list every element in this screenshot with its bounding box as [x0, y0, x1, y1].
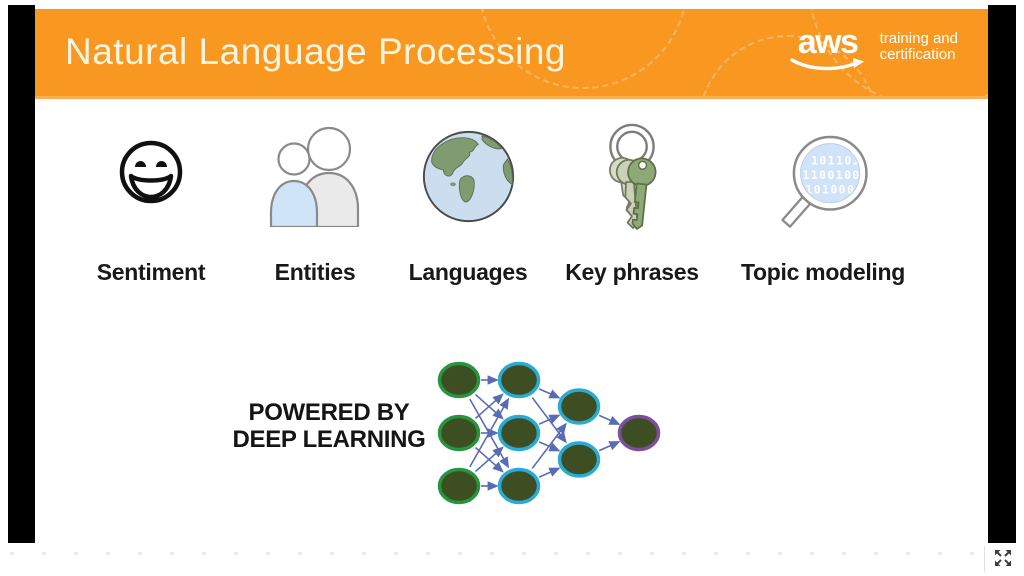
feature-entities: Entities	[230, 123, 400, 298]
aws-tagline-line2: certification	[879, 46, 956, 63]
divider	[984, 546, 985, 572]
binary-row: 101101	[811, 153, 861, 167]
network-edge	[598, 441, 621, 452]
network-node	[437, 361, 481, 399]
progress-dots	[10, 552, 980, 555]
network-edge	[598, 414, 621, 425]
slide: Natural Language Processing aws training…	[35, 5, 988, 543]
network-edge	[469, 397, 510, 468]
fullscreen-button[interactable]	[991, 547, 1015, 571]
network-node	[497, 361, 541, 399]
feature-key-phrases: Key phrases	[547, 123, 717, 298]
feature-topic-modeling: 101101 1100100 101000 Topic modeling	[738, 123, 908, 298]
aws-logo: aws training and certification	[789, 23, 958, 74]
network-edge	[538, 388, 561, 399]
network-node	[497, 467, 541, 505]
video-player[interactable]: Natural Language Processing aws training…	[8, 5, 1016, 543]
network-edge	[531, 422, 567, 469]
powered-by-caption: POWERED BY DEEP LEARNING	[199, 399, 459, 453]
page-title: Natural Language Processing	[65, 30, 566, 72]
aws-wordmark: aws	[797, 23, 859, 61]
feature-languages: Languages	[383, 123, 553, 298]
people-icon	[269, 126, 360, 227]
feature-sentiment: Sentiment	[66, 123, 236, 298]
feature-label: Sentiment	[96, 259, 206, 285]
network-node	[557, 388, 601, 425]
network-edge	[538, 414, 561, 425]
network-edge	[474, 393, 504, 420]
feature-label: Languages	[408, 259, 528, 285]
network-node	[557, 441, 601, 478]
network-node	[497, 414, 541, 452]
network-node	[617, 414, 661, 452]
smiley-face-icon	[119, 140, 183, 204]
network-node	[437, 414, 481, 452]
fullscreen-expand-icon	[995, 550, 1011, 566]
aws-tagline: training and certification	[880, 27, 958, 63]
feature-label: Key phrases	[565, 259, 699, 285]
network-edge	[474, 393, 504, 420]
keys-icon	[608, 123, 657, 230]
aws-smile-icon	[789, 58, 864, 71]
network-node	[437, 467, 481, 505]
powered-by-line2: DEEP LEARNING	[232, 426, 426, 453]
key-right	[627, 157, 657, 230]
feature-label: Topic modeling	[740, 259, 906, 285]
neural-network-diagram	[437, 361, 661, 505]
feature-label: Entities	[274, 259, 356, 285]
network-edge	[538, 467, 561, 478]
network-edge	[474, 446, 504, 473]
network-edge	[538, 441, 561, 452]
aws-tagline-line1: training and	[879, 30, 958, 47]
binary-row: 1100100	[802, 167, 860, 181]
slide-header: Natural Language Processing aws training…	[35, 9, 988, 99]
binary-row: 101000	[805, 182, 855, 196]
magnifying-glass-binary-icon: 101101 1100100 101000	[780, 135, 868, 228]
powered-by-line1: POWERED BY	[248, 399, 410, 426]
globe-icon	[422, 130, 514, 222]
